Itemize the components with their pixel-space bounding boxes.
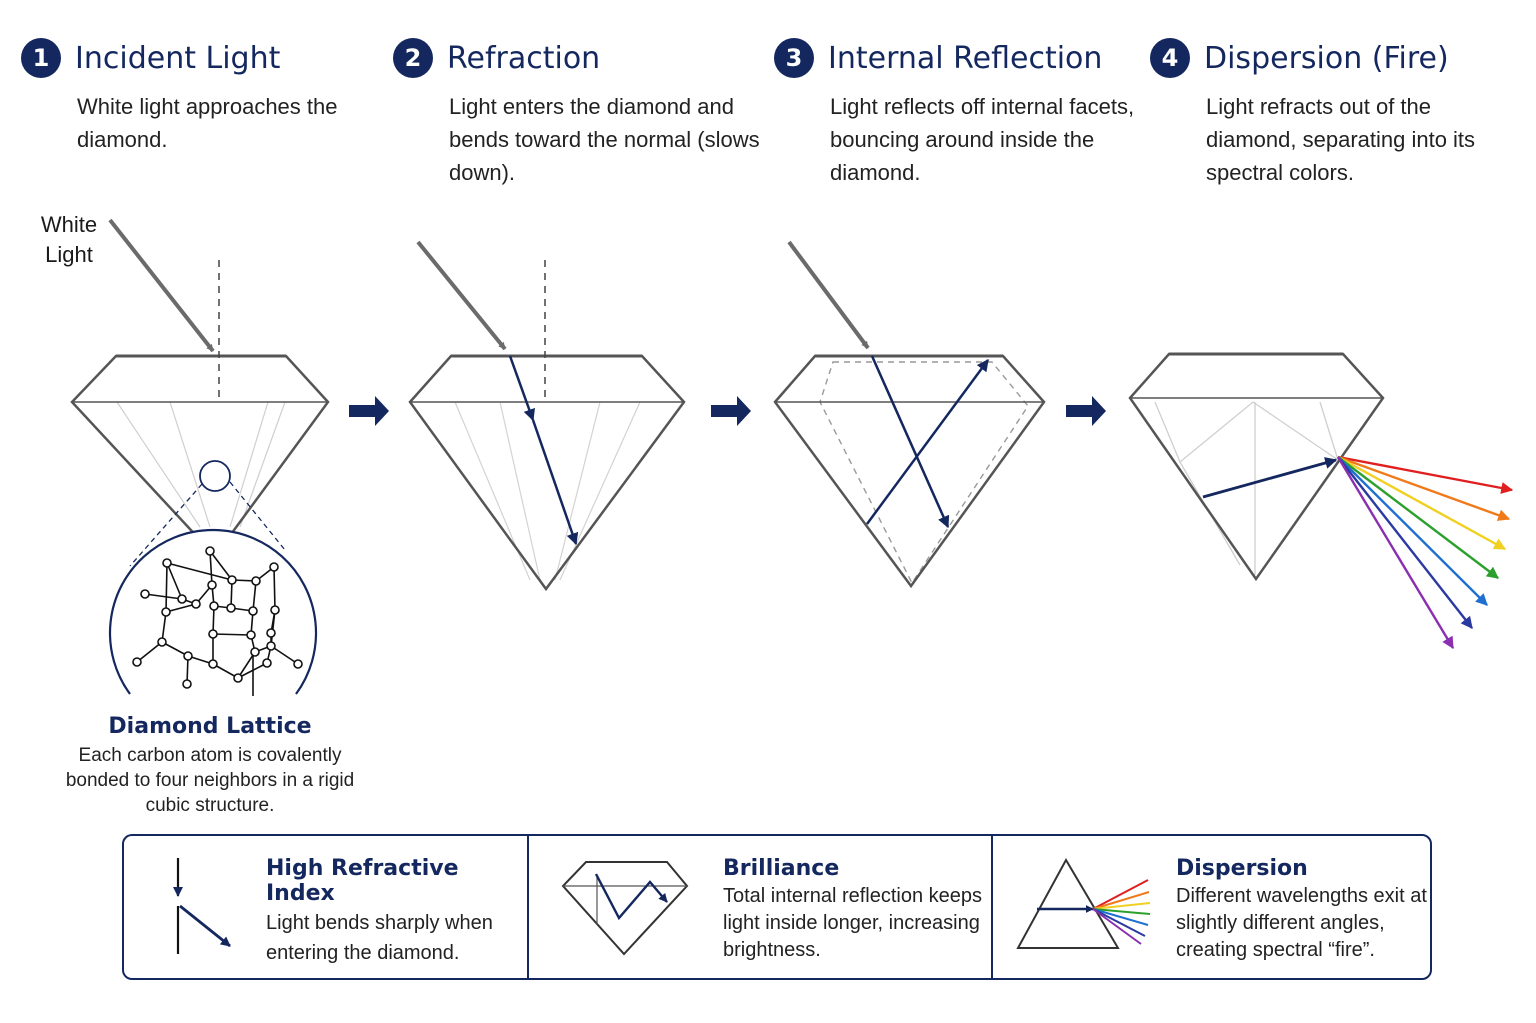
carbon-atom — [293, 659, 303, 669]
spectrum-ray — [1337, 455, 1514, 494]
step-1: 1 Incident Light White light approaches … — [21, 38, 407, 156]
carbon-atom — [162, 558, 172, 568]
internal-ray — [1202, 457, 1338, 499]
summary-title: High Refractive Index — [266, 856, 459, 906]
carbon-atom — [246, 630, 256, 640]
carbon-atom — [132, 657, 142, 667]
summary-card-dispersion: Dispersion Different wavelengths exit at… — [991, 836, 1430, 978]
zoom-circle — [199, 460, 231, 492]
carbon-atom — [250, 647, 260, 657]
step-title: Incident Light — [75, 40, 281, 76]
lattice-description: Each carbon atom is covalently bonded to… — [65, 745, 355, 816]
spectrum-ray — [1337, 455, 1507, 551]
spectrum-ray — [1337, 456, 1488, 606]
carbon-atom — [270, 605, 280, 615]
step-description: White light approaches the diamond. — [77, 94, 338, 152]
carbon-atom — [266, 641, 276, 651]
step-number-badge: 1 — [21, 38, 61, 78]
summary-title: Dispersion — [1176, 856, 1308, 881]
spectrum-ray — [1337, 456, 1473, 629]
brilliance-diamond-icon — [561, 861, 689, 956]
carbon-atom — [177, 594, 187, 604]
white-light-label: White Light — [40, 212, 98, 267]
step-4: 4 Dispersion (Fire) Light refracts out o… — [1150, 38, 1526, 189]
carbon-atom — [251, 576, 261, 586]
carbon-atom — [140, 589, 150, 599]
process-arrows — [349, 396, 1106, 426]
diamond-dispersion — [1128, 352, 1514, 650]
incident-ray — [416, 240, 507, 351]
carbon-atom — [233, 673, 243, 683]
summary-title: Brilliance — [723, 856, 840, 881]
carbon-atom — [208, 629, 218, 639]
reflected-ray — [870, 355, 950, 529]
carbon-atom — [226, 603, 236, 613]
carbon-atom — [209, 601, 219, 611]
step-title: Refraction — [447, 40, 601, 76]
refraction-bend-icon — [173, 858, 231, 954]
step-title: Internal Reflection — [828, 40, 1103, 76]
carbon-atom — [269, 562, 279, 572]
diamond-incident — [70, 218, 330, 567]
step-number-badge: 2 — [393, 38, 433, 78]
step-number-badge: 3 — [774, 38, 814, 78]
carbon-atom — [207, 580, 217, 590]
incident-ray — [108, 218, 215, 353]
diamond-refraction — [408, 240, 686, 592]
incident-ray — [787, 240, 870, 350]
diagram-canvas — [70, 218, 1514, 696]
carbon-atom — [182, 679, 192, 689]
carbon-atom — [248, 606, 258, 616]
carbon-atom — [183, 651, 193, 661]
carbon-atom — [191, 599, 201, 609]
summary-card-brilliance: Brilliance Total internal reflection kee… — [527, 836, 991, 978]
step-3: 3 Internal Reflection Light reflects off… — [774, 38, 1160, 189]
spectrum-rays — [1336, 455, 1514, 650]
step-2: 2 Refraction Light enters the diamond an… — [393, 38, 779, 189]
carbon-atom — [208, 659, 218, 669]
carbon-atom — [266, 628, 276, 638]
diamond-internal-reflection — [773, 240, 1046, 589]
summary-card-refractive-index: High Refractive Index Light bends sharpl… — [124, 836, 527, 978]
step-number-badge: 4 — [1150, 38, 1190, 78]
carbon-atom — [227, 575, 237, 585]
step-description: Light refracts out of the diamond, separ… — [1206, 94, 1476, 185]
next-step-arrow-icon — [1066, 396, 1106, 426]
summary-description: Total internal reflection keeps light in… — [723, 885, 983, 961]
spectrum-ray — [1336, 456, 1455, 650]
summary-description: Light bends sharply when entering the di… — [266, 912, 493, 964]
spectrum-ray — [1337, 456, 1499, 579]
carbon-atom — [161, 607, 171, 617]
carbon-atom — [262, 658, 272, 668]
next-step-arrow-icon — [349, 396, 389, 426]
refracted-ray — [508, 355, 535, 422]
step-title: Dispersion (Fire) — [1204, 40, 1449, 76]
summary-panel: High Refractive Index Light bends sharpl… — [122, 834, 1432, 980]
carbon-atom — [157, 637, 167, 647]
next-step-arrow-icon — [711, 396, 751, 426]
summary-description: Different wavelengths exit at slightly d… — [1176, 885, 1427, 961]
step-description: Light reflects off internal facets, boun… — [830, 94, 1135, 185]
lattice-caption: Diamond Lattice Each carbon atom is cova… — [62, 714, 358, 818]
step-description: Light enters the diamond and bends towar… — [449, 94, 760, 185]
prism-icon — [1016, 857, 1151, 949]
lattice-title: Diamond Lattice — [108, 714, 312, 739]
spectrum-ray — [1337, 455, 1511, 521]
carbon-atom — [205, 546, 215, 556]
lattice-zoom — [108, 528, 318, 696]
